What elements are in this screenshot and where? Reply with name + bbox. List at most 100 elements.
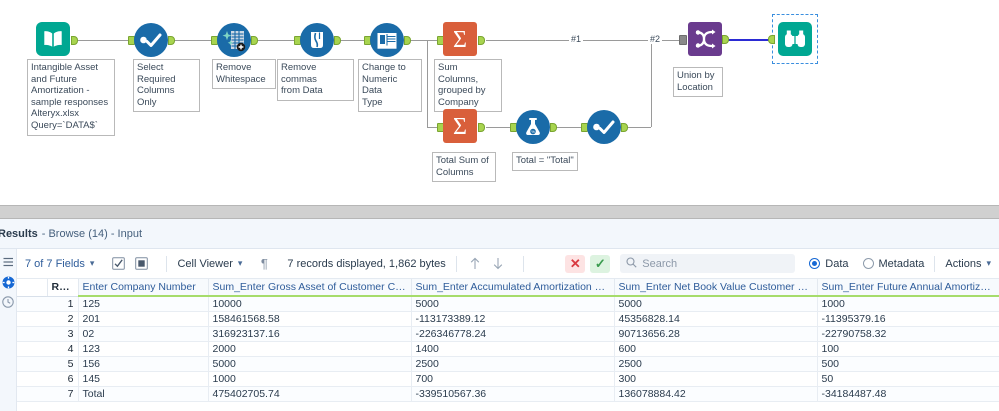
tool-icon-union-icon[interactable] (688, 22, 722, 56)
input-anchor-browse[interactable] (768, 35, 775, 44)
table-row[interactable]: 6 145 1000 700 300 50 (17, 371, 999, 387)
cell-gross-asset: 5000 (208, 356, 412, 372)
checkbox-deselect-icon[interactable] (133, 256, 149, 272)
cell-net-book-value: 300 (614, 371, 818, 387)
tool-icon-book-input-icon[interactable] (36, 22, 70, 56)
output-anchor-cleanse[interactable] (251, 36, 258, 45)
table-row[interactable]: 7 Total 475402705.74 -339510567.36 13607… (17, 386, 999, 402)
wire-select-to-cleanse (175, 40, 215, 41)
checkbox-select-icon[interactable] (110, 256, 126, 272)
cell-accumulated-amortization: -226346778.24 (411, 326, 615, 342)
cell-record: 2 (47, 311, 79, 327)
error-count-badge[interactable]: ✕ (565, 254, 586, 273)
table-header-gross-asset[interactable]: Sum_Enter Gross Asset of Customer Contra… (208, 279, 412, 297)
success-count-badge[interactable]: ✓ (590, 254, 611, 273)
node-label-summarize-company[interactable]: Sum Columns, grouped by Company (434, 59, 502, 113)
cell-company-number: 145 (78, 371, 209, 387)
cell-net-book-value: 5000 (614, 296, 818, 312)
tool-icon-browse-binoculars-icon[interactable] (778, 22, 812, 56)
table-header-net-book-value[interactable]: Sum_Enter Net Book Value Customer Contra… (614, 279, 818, 297)
output-anchor-select[interactable] (168, 36, 175, 45)
radio-metadata-indicator[interactable] (862, 258, 874, 269)
radio-data-indicator[interactable] (809, 258, 821, 269)
tool-icon-summarize-total-sigma-icon[interactable]: Σ (443, 109, 477, 143)
chevron-down-icon: ▾ (237, 258, 243, 268)
toolbar-divider-3 (522, 255, 524, 272)
node-label-union[interactable]: Union by Location (673, 67, 723, 98)
cell-gross-asset: 1000 (208, 371, 412, 387)
node-label-formula[interactable]: Remove commas from Data (277, 59, 354, 101)
input-anchor-union[interactable] (679, 35, 687, 45)
cell-gross-asset: 2000 (208, 341, 412, 357)
node-label-summarize-total[interactable]: Total Sum of Columns (432, 152, 496, 183)
results-grid[interactable]: Record Enter Company Number Sum_Enter Gr… (17, 279, 999, 411)
table-row[interactable]: 2 201 158461568.58 -113173389.12 4535682… (17, 311, 999, 327)
toolbar-divider-2 (455, 255, 457, 272)
output-anchor-summarize-total[interactable] (478, 123, 485, 132)
output-anchor-datatype[interactable] (404, 36, 411, 45)
tool-icon-summarize-sigma-icon[interactable]: Σ (443, 22, 477, 56)
panel-splitter[interactable] (0, 205, 999, 219)
table-row[interactable]: 1 125 10000 5000 5000 1000 (17, 296, 999, 312)
table-header-future-annual-amortization[interactable]: Sum_Enter Future Annual Amortization 202… (817, 279, 999, 297)
output-anchor-union[interactable] (722, 35, 729, 44)
cell-accumulated-amortization: -339510567.36 (411, 386, 615, 402)
radio-data[interactable]: Data (809, 258, 849, 270)
results-tab-header[interactable]: Results - Browse (14) - Input (0, 219, 999, 249)
wire-total-to-formula (486, 127, 516, 128)
node-label-input-data[interactable]: Intangible Asset and Future Amortization… (27, 59, 115, 136)
table-row[interactable]: 3 02 316923137.16 -226346778.24 90713656… (17, 326, 999, 342)
actions-menu[interactable]: Actions ▾ (945, 258, 991, 270)
cell-net-book-value: 600 (614, 341, 818, 357)
tool-icon-select2-checkmark-icon[interactable] (587, 110, 621, 144)
tool-icon-formula-flask-icon[interactable]: % (516, 110, 550, 144)
output-anchor-formula-total[interactable] (550, 123, 557, 132)
search-icon (626, 255, 637, 273)
radio-metadata-label: Metadata (878, 257, 925, 270)
list-panel-icon[interactable] (1, 252, 16, 272)
cell-company-number: 02 (78, 326, 209, 342)
fields-selector[interactable]: 7 of 7 Fields ▾ (25, 258, 94, 270)
radio-metadata[interactable]: Metadata (862, 257, 925, 270)
arrow-down-icon[interactable] (490, 256, 506, 272)
output-anchor-summarize-company[interactable] (478, 36, 485, 45)
cell-gross-asset: 316923137.16 (208, 326, 412, 342)
toolbar-divider-1 (166, 255, 168, 272)
config-gear-icon[interactable] (1, 272, 16, 292)
tool-icon-select-datatype-icon[interactable] (370, 23, 404, 57)
output-anchor-input-data[interactable] (71, 36, 78, 45)
history-clock-icon[interactable] (1, 292, 16, 312)
table-header-company-number[interactable]: Enter Company Number (78, 279, 209, 297)
table-header-record[interactable]: Record (47, 279, 79, 297)
tool-icon-select-checkmark-icon[interactable] (134, 23, 168, 57)
table-row[interactable]: 5 156 5000 2500 2500 500 (17, 356, 999, 372)
table-header-accumulated-amortization[interactable]: Sum_Enter Accumulated Amortization of Cu… (411, 279, 615, 297)
pilcrow-icon[interactable]: ¶ (260, 256, 268, 271)
output-anchor-select2[interactable] (621, 123, 628, 132)
cell-company-number: 156 (78, 356, 209, 372)
node-label-datatype[interactable]: Change to Numeric Data Type (358, 59, 422, 113)
node-label-formula-total[interactable]: Total = "Total" (512, 152, 578, 171)
search-placeholder: Search (642, 257, 678, 270)
cell-record: 5 (47, 356, 79, 372)
wire-label-input2: #2 (648, 34, 663, 44)
cell-viewer-selector[interactable]: Cell Viewer ▾ (177, 258, 242, 270)
chevron-down-icon: ▾ (986, 258, 991, 268)
record-status-text: 7 records displayed, 1,862 bytes (287, 257, 446, 270)
cell-net-book-value: 136078884.42 (614, 386, 818, 402)
results-toolbar: 7 of 7 Fields ▾ Cell Viewer ▾ (17, 249, 999, 279)
node-label-select[interactable]: Select Required Columns Only (133, 59, 200, 113)
output-anchor-formula[interactable] (334, 36, 341, 45)
cell-record: 6 (47, 371, 79, 387)
tool-icon-data-cleansing-icon[interactable] (217, 23, 251, 57)
table-row[interactable]: 4 123 2000 1400 600 100 (17, 341, 999, 357)
workflow-canvas[interactable]: #1 #2 Intangible Asset and Future Amorti… (0, 0, 999, 205)
search-input[interactable]: Search (620, 254, 796, 273)
tool-icon-formula-beaker-icon[interactable] (300, 23, 334, 57)
arrow-up-icon[interactable] (467, 256, 483, 272)
table-header-row: Record Enter Company Number Sum_Enter Gr… (17, 279, 999, 297)
results-panel: Results - Browse (14) - Input (0, 219, 999, 411)
cell-net-book-value: 2500 (614, 356, 818, 372)
cell-net-book-value: 90713656.28 (614, 326, 818, 342)
node-label-cleanse[interactable]: Remove Whitespace (212, 59, 276, 90)
